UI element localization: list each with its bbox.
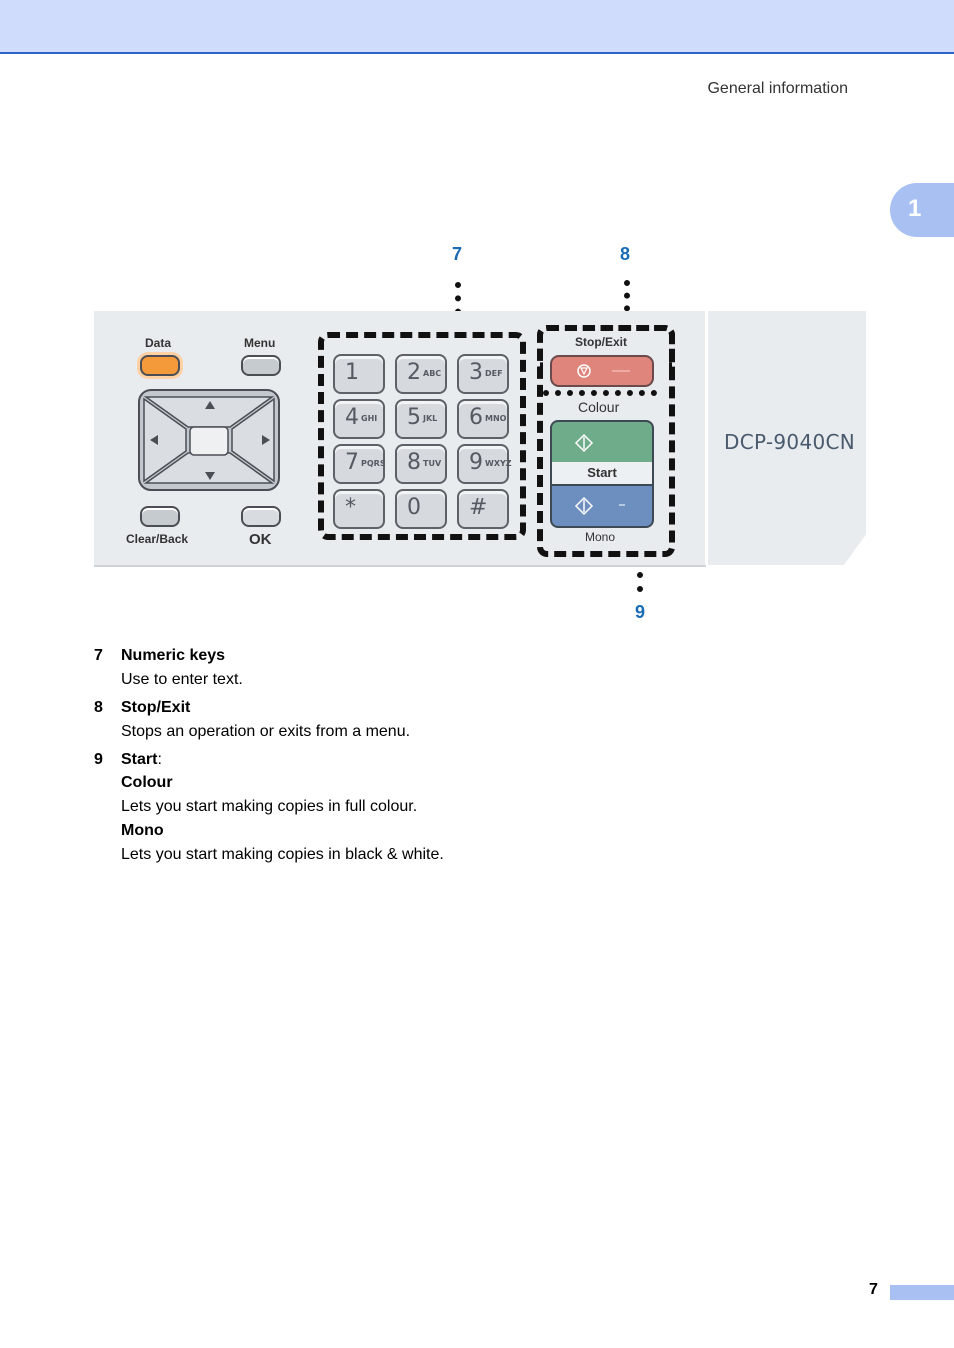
key-hash[interactable]: # — [457, 489, 509, 529]
subitem-mono-description: Lets you start making copies in black & … — [121, 846, 444, 863]
key-4-letters: GHI — [361, 414, 378, 423]
callout-7-leader — [455, 282, 467, 328]
chapter-number: 1 — [908, 195, 922, 222]
footer-bar — [890, 1285, 954, 1300]
key-7-letters: PQRS — [361, 459, 386, 468]
key-2-digit: 2 — [407, 360, 421, 385]
colour-label: Colour — [578, 399, 620, 415]
start-colour-icon — [574, 433, 594, 453]
model-name: DCP-9040CN — [724, 430, 856, 454]
item-term: Numeric keys — [121, 647, 226, 664]
item-description: Use to enter text. — [121, 671, 243, 688]
callout-9-leader — [637, 558, 649, 592]
ok-label: OK — [249, 531, 272, 548]
navigation-pad[interactable] — [138, 389, 280, 491]
item-term: Start: — [121, 751, 162, 769]
key-3-letters: DEF — [485, 369, 503, 378]
subitem-colour-term: Colour — [121, 774, 173, 791]
key-9-digit: 9 — [469, 450, 483, 475]
key-1[interactable]: 1 — [333, 354, 385, 394]
item-term-suffix: : — [157, 751, 162, 768]
callout-7: 7 — [452, 244, 463, 264]
item-number: 7 — [94, 647, 103, 664]
menu-button[interactable] — [241, 355, 281, 376]
mono-start-button[interactable] — [550, 484, 654, 528]
model-panel — [708, 311, 866, 565]
start-outline — [537, 325, 675, 557]
stop-exit-label: Stop/Exit — [575, 335, 628, 349]
key-7-digit: 7 — [345, 450, 359, 475]
key-hash-symbol: # — [469, 495, 488, 520]
key-2-letters: ABC — [423, 369, 442, 378]
key-9-letters: WXYZ — [485, 459, 512, 468]
mono-label: Mono — [585, 530, 616, 544]
key-3-digit: 3 — [469, 360, 483, 385]
colour-start-button[interactable] — [550, 420, 654, 466]
key-6-digit: 6 — [469, 405, 483, 430]
key-star[interactable]: * — [333, 489, 385, 529]
clear-back-button[interactable] — [140, 506, 180, 527]
chapter-tab: 1 — [890, 183, 954, 237]
key-0-digit: 0 — [407, 495, 421, 520]
data-button[interactable] — [140, 355, 180, 376]
numeric-keys-outline — [318, 332, 526, 540]
key-8-letters: TUV — [423, 459, 442, 468]
key-8-digit: 8 — [407, 450, 421, 475]
subitem-colour-description: Lets you start making copies in full col… — [121, 798, 418, 815]
clear-back-label: Clear/Back — [126, 532, 189, 546]
key-star-symbol: * — [345, 495, 356, 520]
section-title: General information — [707, 80, 848, 97]
start-label: Start — [550, 462, 654, 484]
data-label: Data — [145, 336, 172, 350]
key-5-digit: 5 — [407, 405, 421, 430]
menu-label: Menu — [244, 336, 276, 350]
stop-icon — [577, 364, 630, 378]
callout-8: 8 — [620, 244, 631, 264]
item-term-text: Start — [121, 751, 158, 768]
callout-8-leader — [624, 280, 636, 324]
subitem-mono-term: Mono — [121, 822, 164, 839]
stop-exit-button[interactable] — [550, 355, 654, 387]
stop-start-separator — [543, 390, 657, 398]
key-6-letters: MNO — [485, 414, 507, 423]
item-description: Stops an operation or exits from a menu. — [121, 723, 411, 740]
header-bar — [0, 0, 954, 54]
item-number: 9 — [94, 751, 103, 768]
item-number: 8 — [94, 699, 103, 716]
ok-button[interactable] — [241, 506, 281, 527]
callout-9: 9 — [635, 602, 646, 622]
key-1-digit: 1 — [345, 360, 359, 385]
page-number: 7 — [869, 1281, 878, 1298]
panel-divider — [705, 311, 708, 565]
item-term: Stop/Exit — [121, 699, 191, 716]
key-5-letters: JKL — [423, 414, 438, 423]
start-mono-icon — [574, 496, 625, 516]
key-0[interactable]: 0 — [395, 489, 447, 529]
key-4-digit: 4 — [345, 405, 359, 430]
